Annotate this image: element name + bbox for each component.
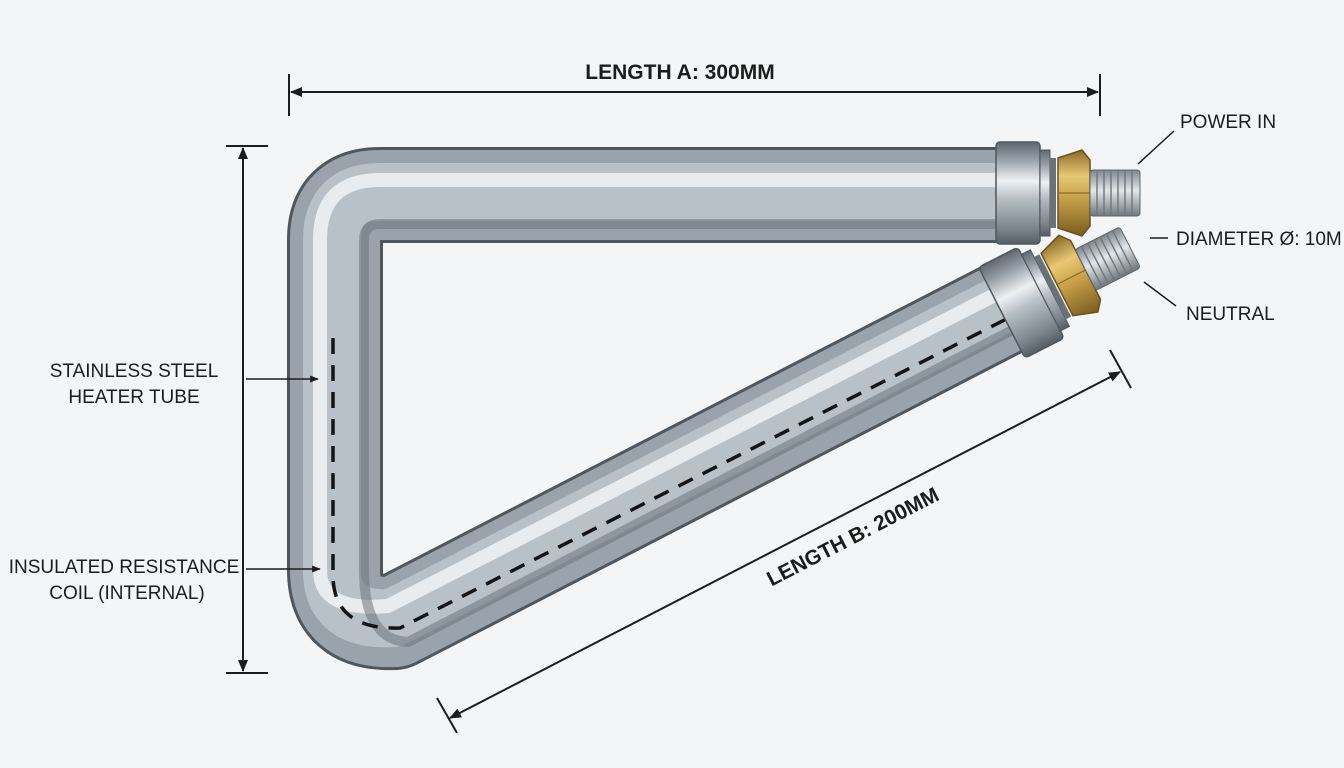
tube-label-line2: HEATER TUBE — [68, 387, 199, 408]
neutral-callout: NEUTRAL — [1143, 281, 1275, 325]
length-a-dimension: LENGTH A: 300MM — [288, 61, 1101, 116]
height-dimension — [226, 145, 268, 674]
heater-tube — [287, 147, 1042, 671]
internal-coil-dashed — [331, 310, 1021, 630]
length-b-label: LENGTH B: 200MM — [763, 483, 943, 591]
coil-label-line1: INSULATED RESISTANCE — [9, 557, 240, 578]
tube-material-callout: STAINLESS STEEL HEATER TUBE — [50, 361, 319, 408]
neutral-label: NEUTRAL — [1186, 304, 1275, 325]
neutral-terminal — [979, 227, 1140, 358]
diameter-label: DIAMETER Ø: 10M — [1176, 229, 1342, 250]
tube-label-line1: STAINLESS STEEL — [50, 361, 219, 382]
power-in-label: POWER IN — [1180, 112, 1276, 133]
length-a-label: LENGTH A: 300MM — [585, 61, 774, 84]
coil-label-line2: COIL (INTERNAL) — [49, 583, 205, 604]
coil-callout: INSULATED RESISTANCE COIL (INTERNAL) — [9, 557, 321, 604]
power-in-callout: POWER IN — [1137, 112, 1276, 165]
power-in-terminal — [995, 141, 1141, 245]
diameter-callout: DIAMETER Ø: 10M — [1150, 229, 1342, 250]
